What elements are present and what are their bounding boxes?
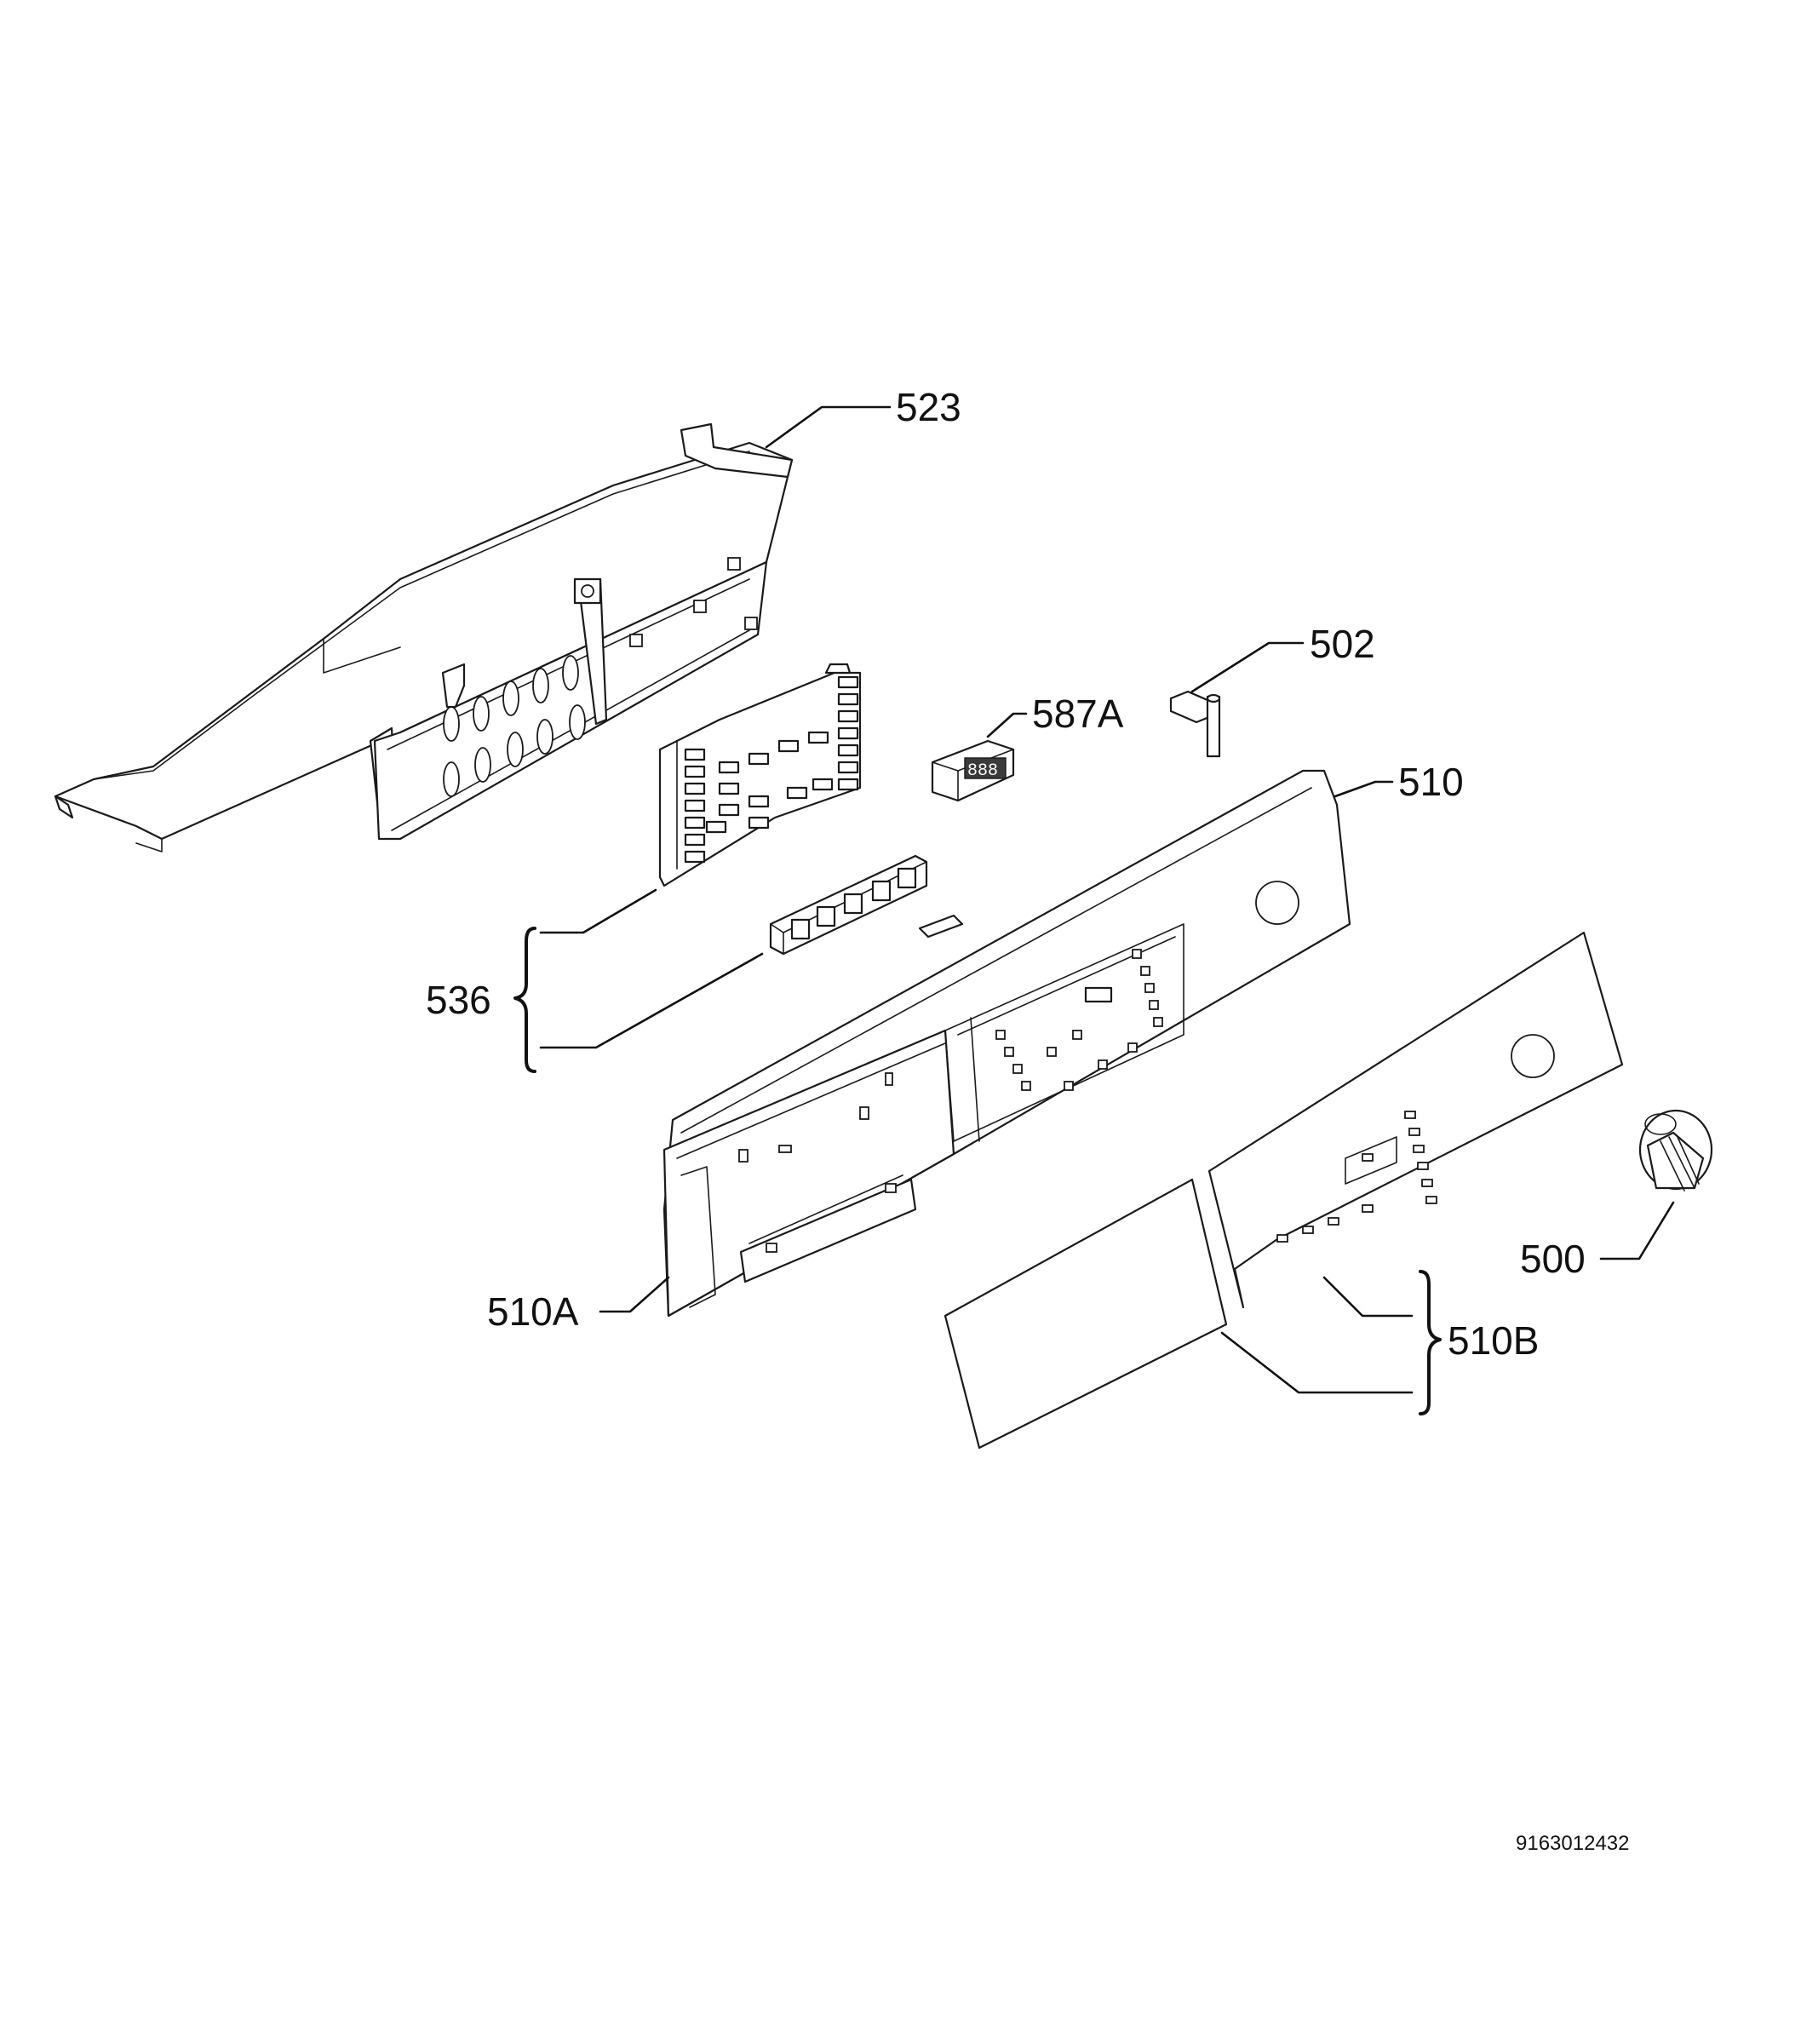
label-510B: 510B bbox=[1448, 1318, 1539, 1363]
part-523-frame-bracket bbox=[54, 422, 794, 853]
leader-587A bbox=[986, 712, 1028, 738]
leader-502 bbox=[1190, 641, 1305, 693]
part-510B-decor-panels bbox=[944, 931, 1624, 1450]
svg-text:888: 888 bbox=[967, 761, 998, 781]
part-502-shaft bbox=[1169, 690, 1221, 758]
label-502: 502 bbox=[1310, 622, 1375, 666]
leader-500 bbox=[1599, 1201, 1675, 1260]
brace-510B bbox=[1419, 1270, 1442, 1415]
part-536-button-block bbox=[769, 854, 928, 956]
label-510: 510 bbox=[1398, 760, 1464, 804]
leader-510 bbox=[1334, 780, 1394, 798]
label-587A: 587A bbox=[1032, 692, 1124, 736]
label-510A: 510A bbox=[487, 1289, 579, 1334]
part-500-knob bbox=[1638, 1109, 1713, 1191]
leader-510B-upper bbox=[1322, 1276, 1414, 1318]
label-500: 500 bbox=[1520, 1237, 1586, 1281]
part-536-electronic-board bbox=[658, 663, 862, 887]
label-536: 536 bbox=[426, 978, 491, 1022]
drawing-code: 9163012432 bbox=[1516, 1832, 1629, 1855]
leader-536-lower bbox=[539, 952, 764, 1049]
label-523: 523 bbox=[896, 385, 961, 429]
leader-510A bbox=[599, 1276, 670, 1313]
leader-510B-lower bbox=[1220, 1331, 1414, 1394]
leader-523 bbox=[765, 405, 892, 449]
leader-536-upper bbox=[539, 888, 657, 934]
brace-536 bbox=[513, 927, 536, 1073]
part-510A-drawer-front bbox=[662, 1029, 955, 1318]
part-587A-display: 888 bbox=[931, 739, 1015, 802]
